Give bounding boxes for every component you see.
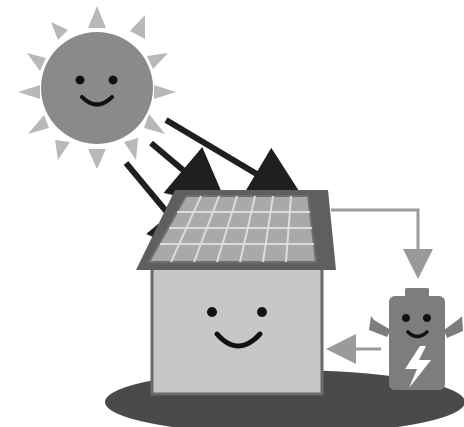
sun-arrow-2	[151, 143, 215, 197]
sun-right-eye	[109, 76, 118, 85]
house-body	[152, 268, 322, 394]
house-left-eye	[207, 307, 217, 317]
battery-right-arm	[444, 316, 463, 338]
battery-left-arm	[369, 316, 391, 337]
house-icon	[136, 190, 336, 394]
sun-arrow-3	[166, 120, 292, 195]
battery-left-eye	[402, 314, 410, 322]
house-right-eye	[257, 307, 267, 317]
battery-icon	[369, 288, 463, 390]
sun-left-eye	[76, 76, 85, 85]
roof-to-battery-arrow	[331, 210, 418, 270]
battery-right-eye	[423, 314, 431, 322]
